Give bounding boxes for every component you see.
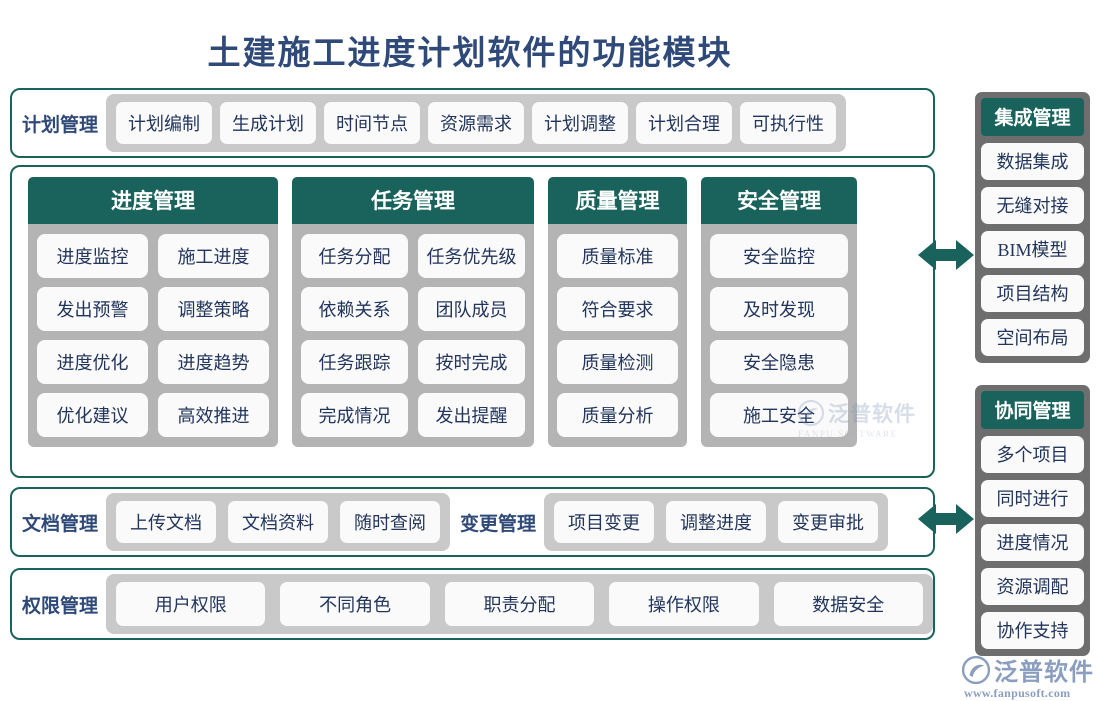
module-item[interactable]: 进度监控: [37, 234, 148, 278]
chip-plan-item[interactable]: 可执行性: [740, 102, 837, 144]
panel-label-plan: 计划管理: [22, 114, 99, 136]
double-arrow-icon-bottom: [918, 504, 974, 534]
chip-plan-item[interactable]: 生成计划: [220, 102, 317, 144]
module-item[interactable]: 符合要求: [557, 287, 678, 331]
side-panel-collaboration: 协同管理多个项目同时进行进度情况资源调配协作支持: [975, 385, 1090, 656]
side-panel-item[interactable]: 项目结构: [981, 275, 1084, 312]
side-panel-item[interactable]: 同时进行: [981, 480, 1084, 517]
side-panel-item[interactable]: 进度情况: [981, 524, 1084, 561]
module-column: 质量管理质量标准符合要求质量检测质量分析: [548, 177, 687, 447]
chip-permission-item[interactable]: 职责分配: [444, 582, 595, 626]
module-item[interactable]: 任务优先级: [418, 234, 525, 278]
side-panel-item[interactable]: 资源调配: [981, 568, 1084, 605]
module-column-group: 进度管理进度监控施工进度发出预警调整策略进度优化进度趋势优化建议高效推进任务管理…: [12, 167, 933, 476]
panel-plan-management: 计划管理 计划编制生成计划时间节点资源需求计划调整计划合理可执行性: [10, 88, 935, 158]
module-item[interactable]: 发出提醒: [418, 393, 525, 437]
module-column: 安全管理安全监控及时发现安全隐患施工安全: [701, 177, 857, 447]
panel-document-change: 文档管理 上传文档文档资料随时查阅 变更管理 项目变更调整进度变更审批: [10, 487, 935, 557]
panel-label-document: 文档管理: [22, 513, 99, 535]
chip-document-item[interactable]: 文档资料: [228, 501, 329, 543]
module-item[interactable]: 安全监控: [710, 234, 848, 278]
chip-plan-item[interactable]: 计划调整: [532, 102, 629, 144]
panel-permission-management: 权限管理 用户权限不同角色职责分配操作权限数据安全: [10, 568, 935, 640]
side-panel-item[interactable]: BIM模型: [981, 231, 1084, 268]
chip-tray-change: 项目变更调整进度变更审批: [544, 493, 889, 551]
brand-name: 泛普软件: [994, 660, 1094, 686]
chip-plan-item[interactable]: 时间节点: [324, 102, 421, 144]
module-item[interactable]: 质量标准: [557, 234, 678, 278]
chip-plan-item[interactable]: 计划合理: [636, 102, 733, 144]
module-item[interactable]: 依赖关系: [301, 287, 408, 331]
module-column-body: 进度监控施工进度发出预警调整策略进度优化进度趋势优化建议高效推进: [28, 224, 278, 447]
chip-change-item[interactable]: 变更审批: [778, 501, 879, 543]
side-panel-item[interactable]: 空间布局: [981, 319, 1084, 356]
module-item[interactable]: 团队成员: [418, 287, 525, 331]
module-item[interactable]: 安全隐患: [710, 340, 848, 384]
module-column-body: 质量标准符合要求质量检测质量分析: [548, 224, 687, 447]
module-item[interactable]: 调整策略: [158, 287, 269, 331]
module-item[interactable]: 施工进度: [158, 234, 269, 278]
brand-url: www.fanpusoft.com: [964, 686, 1071, 700]
chip-tray-permission: 用户权限不同角色职责分配操作权限数据安全: [106, 574, 933, 634]
double-arrow-icon-top: [918, 240, 974, 270]
module-item[interactable]: 及时发现: [710, 287, 848, 331]
side-panel-integration: 集成管理数据集成无缝对接 BIM模型项目结构空间布局: [975, 92, 1090, 363]
module-item[interactable]: 发出预警: [37, 287, 148, 331]
chip-document-item[interactable]: 随时查阅: [340, 501, 441, 543]
module-column-title: 进度管理: [28, 177, 278, 224]
module-item[interactable]: 施工安全: [710, 393, 848, 437]
side-panel-title: 协同管理: [981, 391, 1084, 429]
chip-plan-item[interactable]: 计划编制: [116, 102, 213, 144]
side-panel-item[interactable]: 数据集成: [981, 143, 1084, 180]
side-panel-item[interactable]: 多个项目: [981, 436, 1084, 473]
chip-document-item[interactable]: 上传文档: [116, 501, 217, 543]
side-panel-item[interactable]: 无缝对接: [981, 187, 1084, 224]
module-column: 进度管理进度监控施工进度发出预警调整策略进度优化进度趋势优化建议高效推进: [28, 177, 278, 447]
module-item[interactable]: 进度优化: [37, 340, 148, 384]
module-item[interactable]: 任务跟踪: [301, 340, 408, 384]
fanpu-brand-icon: [962, 655, 990, 684]
chip-permission-item[interactable]: 操作权限: [609, 582, 759, 626]
side-panel-item[interactable]: 协作支持: [981, 612, 1084, 649]
module-item[interactable]: 按时完成: [418, 340, 525, 384]
module-column-body: 任务分配任务优先级依赖关系团队成员任务跟踪按时完成完成情况发出提醒: [292, 224, 534, 447]
module-item[interactable]: 进度趋势: [158, 340, 269, 384]
module-item[interactable]: 任务分配: [301, 234, 408, 278]
module-column-title: 任务管理: [292, 177, 534, 224]
module-item[interactable]: 完成情况: [301, 393, 408, 437]
chip-permission-item[interactable]: 用户权限: [116, 582, 266, 626]
chip-plan-item[interactable]: 资源需求: [428, 102, 525, 144]
chip-permission-item[interactable]: 不同角色: [280, 582, 430, 626]
brand-logo-row: 泛普软件: [962, 652, 1094, 687]
page-title: 土建施工进度计划软件的功能模块: [207, 36, 733, 72]
chip-permission-item[interactable]: 数据安全: [773, 582, 923, 626]
brand-logo: 泛普软件 www.fanpusoft.com: [962, 652, 1098, 700]
module-item[interactable]: 优化建议: [37, 393, 148, 437]
module-column-title: 安全管理: [701, 177, 857, 224]
chip-tray-document: 上传文档文档资料随时查阅: [106, 493, 451, 551]
module-column: 任务管理任务分配任务优先级依赖关系团队成员任务跟踪按时完成完成情况发出提醒: [292, 177, 534, 447]
chip-change-item[interactable]: 项目变更: [554, 501, 655, 543]
module-item[interactable]: 高效推进: [158, 393, 269, 437]
panel-core-modules: 进度管理进度监控施工进度发出预警调整策略进度优化进度趋势优化建议高效推进任务管理…: [10, 165, 935, 478]
module-column-title: 质量管理: [548, 177, 687, 224]
chip-change-item[interactable]: 调整进度: [666, 501, 767, 543]
module-item[interactable]: 质量检测: [557, 340, 678, 384]
panel-label-change: 变更管理: [460, 513, 537, 535]
module-column-body: 安全监控及时发现安全隐患施工安全: [701, 224, 857, 447]
side-panel-title: 集成管理: [981, 98, 1084, 136]
panel-label-permission: 权限管理: [22, 595, 99, 617]
module-item[interactable]: 质量分析: [557, 393, 678, 437]
chip-tray-plan: 计划编制生成计划时间节点资源需求计划调整计划合理可执行性: [106, 94, 847, 152]
